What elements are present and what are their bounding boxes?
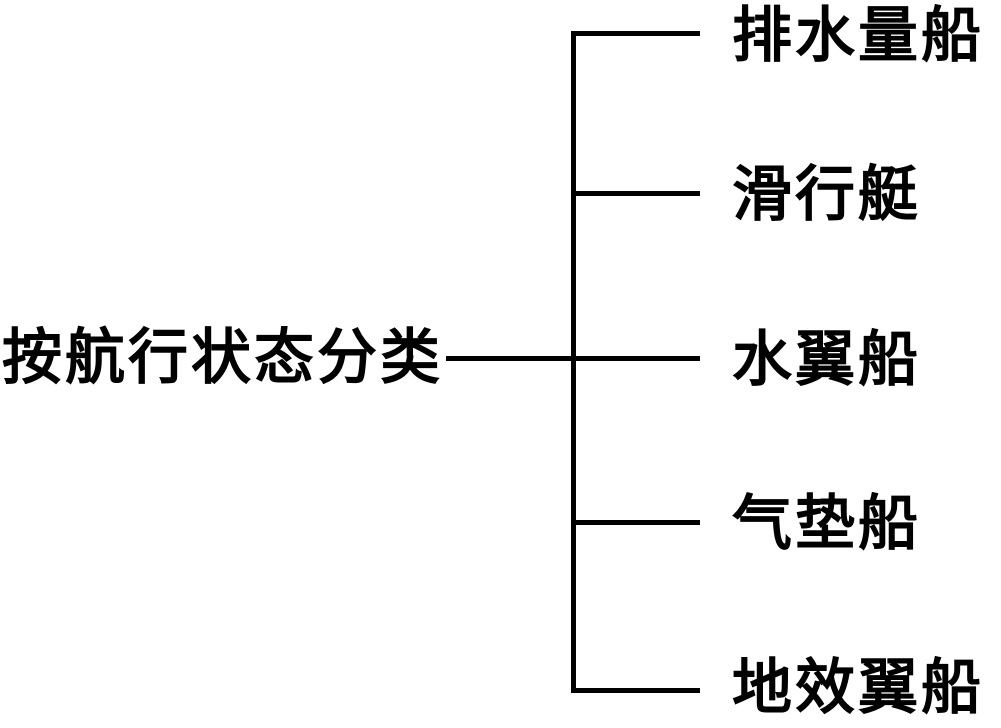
branch-label-wing-in-ground-ship: 地效翼船 — [732, 653, 984, 723]
branch-label-displacement-ship: 排水量船 — [732, 1, 984, 71]
branch-label-planing-boat: 滑行艇 — [732, 160, 921, 230]
branch-label-hovercraft: 气垫船 — [732, 489, 921, 559]
branch-line-wing-in-ground-ship — [573, 688, 700, 693]
branch-line-displacement-ship — [573, 31, 700, 36]
branch-line-hovercraft — [573, 520, 700, 525]
branch-label-hydrofoil-ship: 水翼船 — [732, 325, 921, 395]
tree-trunk-vertical-line — [571, 31, 576, 693]
branch-line-planing-boat — [573, 191, 700, 196]
root-label: 按航行状态分类 — [2, 323, 443, 393]
